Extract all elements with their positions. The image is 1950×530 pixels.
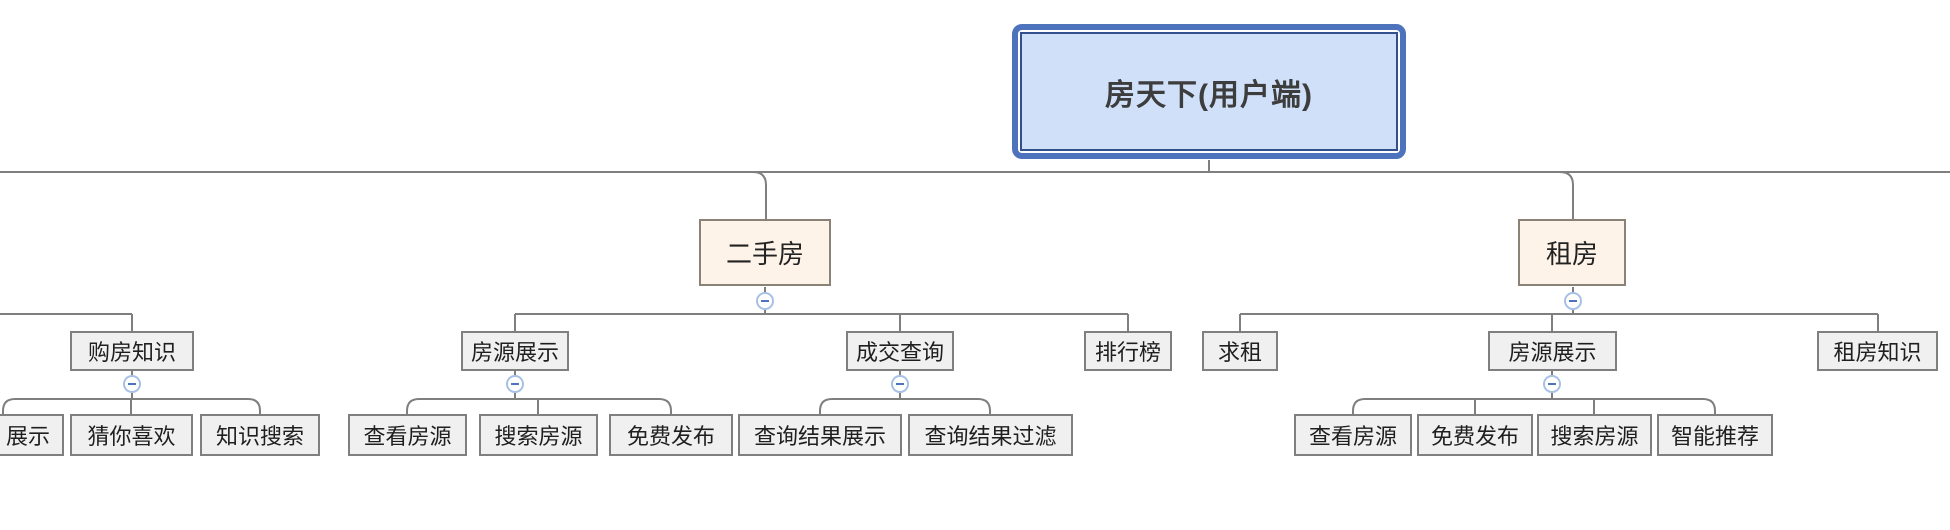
collapse-secondhand-house-minus-icon[interactable]: [756, 292, 774, 310]
topic-node-guess-you-like[interactable]: 猜你喜欢: [70, 414, 193, 456]
topic-node-renting[interactable]: 租房: [1518, 219, 1626, 286]
topic-node-renting-knowledge[interactable]: 租房知识: [1817, 331, 1938, 371]
minus-glyph: [128, 383, 136, 385]
topic-node-smart-recommend[interactable]: 智能推荐: [1657, 414, 1773, 456]
topic-node-listing-display-sh[interactable]: 房源展示: [461, 331, 569, 371]
connector-path: [819, 398, 991, 414]
minus-glyph: [896, 383, 904, 385]
connector-path: [1352, 398, 1716, 414]
topic-node-free-publish-rent[interactable]: 免费发布: [1417, 414, 1533, 456]
topic-node-query-result-filter[interactable]: 查询结果过滤: [908, 414, 1073, 456]
topic-node-listing-display-rent[interactable]: 房源展示: [1488, 331, 1617, 371]
topic-node-secondhand-house[interactable]: 二手房: [699, 219, 831, 286]
topic-node-search-listings-rent[interactable]: 搜索房源: [1537, 414, 1652, 456]
topic-node-view-listings-rent[interactable]: 查看房源: [1294, 414, 1412, 456]
root-topic-fangtianxia-user[interactable]: 房天下(用户端): [1012, 24, 1406, 159]
collapse-listing-display-rent-minus-icon[interactable]: [1543, 375, 1561, 393]
topic-node-view-listings-sh[interactable]: 查看房源: [348, 414, 467, 456]
topic-node-display-truncated[interactable]: 展示: [0, 414, 64, 456]
topic-node-free-publish-sh[interactable]: 免费发布: [609, 414, 733, 456]
minus-glyph: [1548, 383, 1556, 385]
topic-node-search-listings-sh[interactable]: 搜索房源: [479, 414, 598, 456]
connector-path: [1559, 171, 1574, 219]
topic-node-seek-rent[interactable]: 求租: [1202, 331, 1278, 371]
collapse-purchase-knowledge-minus-icon[interactable]: [123, 375, 141, 393]
minus-glyph: [761, 300, 769, 302]
topic-node-purchase-knowledge[interactable]: 购房知识: [70, 331, 194, 371]
topic-node-ranking-list[interactable]: 排行榜: [1084, 331, 1172, 371]
topic-node-query-result-display[interactable]: 查询结果展示: [738, 414, 902, 456]
minus-glyph: [1569, 300, 1577, 302]
collapse-renting-minus-icon[interactable]: [1564, 292, 1582, 310]
topic-node-knowledge-search[interactable]: 知识搜索: [200, 414, 320, 456]
collapse-listing-display-sh-minus-icon[interactable]: [506, 375, 524, 393]
minus-glyph: [511, 383, 519, 385]
connector-path: [752, 171, 767, 219]
root-topic-label: 房天下(用户端): [1020, 32, 1398, 151]
topic-node-deal-query[interactable]: 成交查询: [846, 331, 954, 371]
collapse-deal-query-minus-icon[interactable]: [891, 375, 909, 393]
